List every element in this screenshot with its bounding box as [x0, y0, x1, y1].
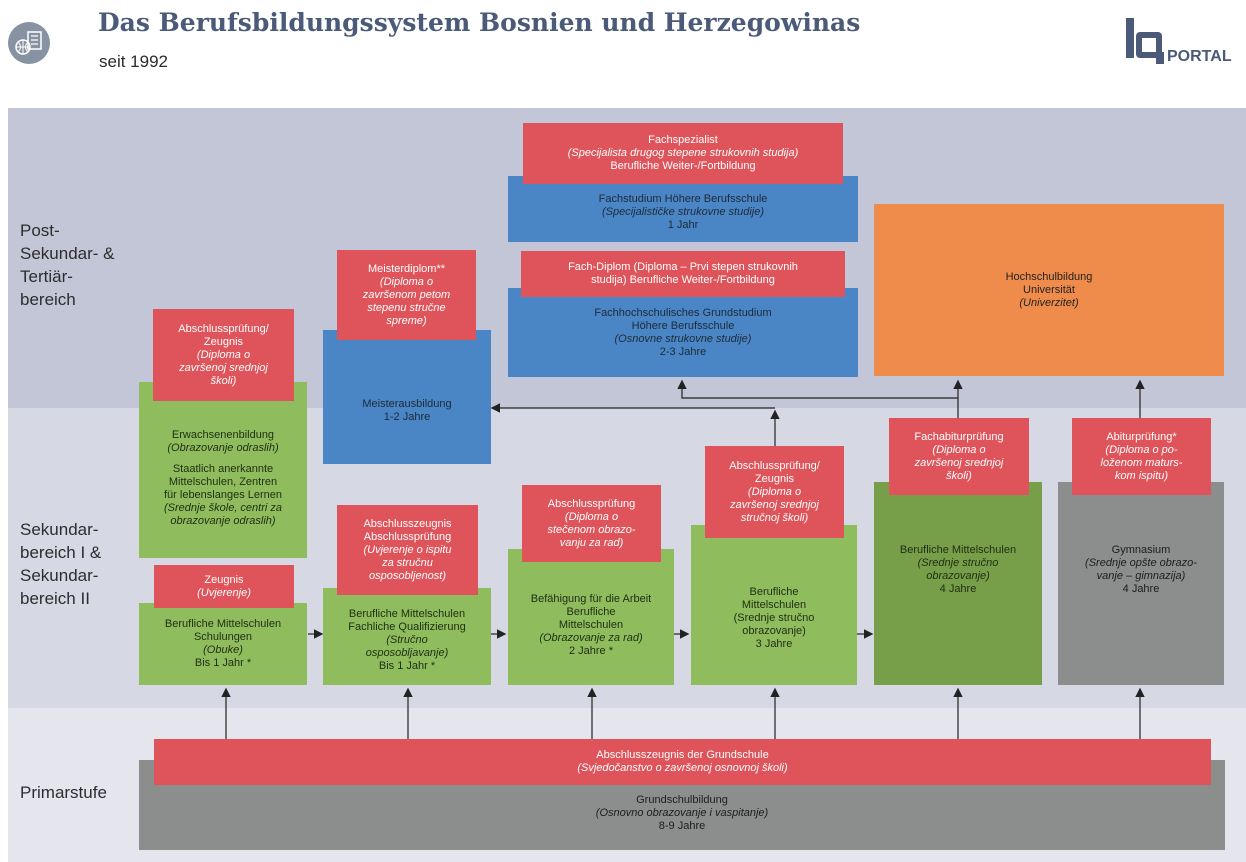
box-fachabitur: Fachabiturprüfung (Diploma o završenoj s… — [889, 418, 1029, 495]
page-subtitle: seit 1992 — [99, 52, 168, 71]
bq-portal-logo: PORTAL — [1120, 14, 1240, 74]
box-fachstudium: Fachstudium Höhere Berufsschule (Specija… — [508, 176, 858, 242]
box-abschluss-2jahre: Abschlussprüfung (Diploma o stečenom obr… — [522, 485, 661, 562]
box-fh-grundstudium: Fachhochschulisches Grundstudium Höhere … — [508, 288, 858, 377]
box-abschlusszeugnis: Abschlusszeugnis Abschlussprüfung (Uvjer… — [337, 505, 478, 595]
band-label-sek: Sekundar- bereich I & Sekundar- bereich … — [20, 520, 102, 608]
box-fachliche-qualifizierung: Berufliche Mittelschulen Fachliche Quali… — [323, 588, 491, 685]
box-meisterausbildung: Meisterausbildung 1-2 Jahre — [323, 330, 491, 464]
box-abschluss-3jahre: Abschlussprüfung/ Zeugnis (Diploma o zav… — [705, 446, 844, 538]
box-mittelschulen-4jahre: Berufliche Mittelschulen (Srednje stručn… — [874, 482, 1042, 685]
page-title: Das Berufsbildungssystem Bosnien und Her… — [98, 8, 861, 37]
box-abschluss-erwachsene: Abschlussprüfung/ Zeugnis (Diploma o zav… — [153, 309, 294, 401]
band-label-prim: Primarstufe — [20, 783, 107, 802]
box-erwachsenenbildung: Erwachsenenbildung (Obrazovanje odraslih… — [139, 382, 307, 558]
box-fachspezialist: Fachspezialist (Specijalista drugog step… — [523, 123, 843, 184]
box-grundschul-abschluss: Abschlusszeugnis der Grundschule (Svjedo… — [154, 739, 1211, 785]
box-hochschule: Hochschulbildung Universität (Univerzite… — [874, 204, 1224, 376]
box-gymnasium: Gymnasium (Srednje opšte obrazo- vanje –… — [1058, 482, 1224, 685]
box-fach-diplom: Fach-Diplom (Diploma – Prvi stepen struk… — [521, 251, 845, 297]
band-label-post: Post- Sekundar- & Tertiär- bereich — [20, 221, 115, 309]
box-meisterdiplom: Meisterdiplom** (Diploma o završenom pet… — [337, 250, 476, 340]
box-zeugnis: Zeugnis (Uvjerenje) — [154, 565, 294, 608]
logo-text: PORTAL — [1167, 48, 1232, 65]
box-befaehigung: Befähigung für die Arbeit Berufliche Mit… — [508, 549, 674, 685]
box-mittelschulen-3jahre: Berufliche Mittelschulen (Srednje stručn… — [691, 525, 857, 685]
box-schulungen: Berufliche Mittelschulen Schulungen (Obu… — [139, 603, 307, 685]
box-abitur: Abiturprüfung* (Diploma o po- loženom ma… — [1072, 418, 1211, 495]
education-icon — [8, 22, 50, 64]
